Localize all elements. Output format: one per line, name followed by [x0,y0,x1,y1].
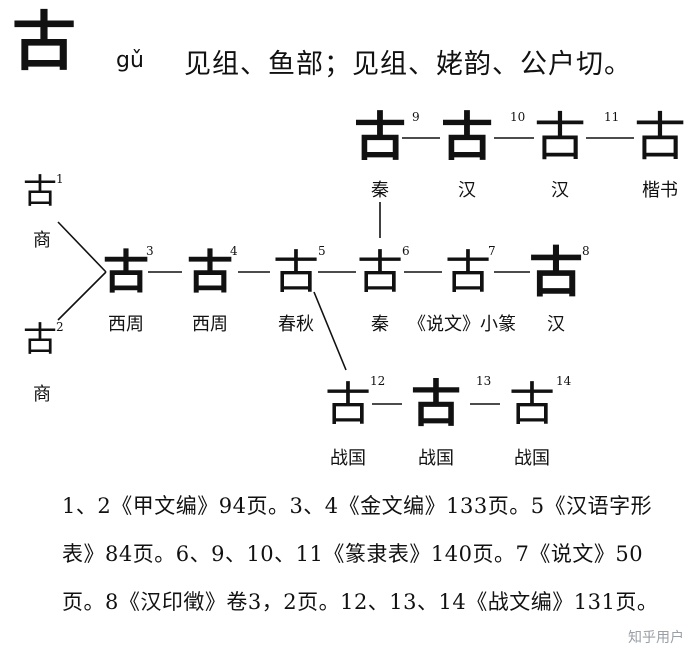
connector [313,291,347,371]
form-number: 12 [370,374,386,388]
era-label: 商 [33,384,51,405]
era-label: 商 [33,230,51,251]
form-number: 6 [402,244,410,258]
era-label: 秦 [371,180,389,201]
era-label: 西周 [192,314,228,335]
shuowen-label: 《说文》小篆 [408,314,516,335]
form-number: 5 [318,244,326,258]
era-label: 春秋 [278,314,314,335]
connector-lines [57,137,634,405]
form-number: 10 [510,110,526,124]
glyph-form-1: 古 [23,172,57,212]
glyph-form-3: 古 [103,245,149,299]
connector [57,271,107,321]
glyph-form-6: 古 [357,245,403,299]
source-footnote: 1、2《甲文编》94页。3、4《金文编》133页。5《汉语字形表》84页。6、9… [62,494,659,614]
pinyin: gǔ [116,48,144,73]
form-number: 8 [582,244,590,258]
glyph-form-5: 古 [273,245,319,299]
era-label: 战国 [418,448,454,469]
glyph-form-2: 古 [23,320,57,360]
glyph-form-4: 古 [187,245,233,299]
era-label: 汉 [547,314,565,335]
era-label: 楷书 [642,180,678,201]
form-number: 7 [488,244,496,258]
era-label: 西周 [108,314,144,335]
era-label: 汉 [458,180,476,201]
glyph-form-14: 古 [509,377,555,431]
watermark: 知乎用户 [628,630,684,646]
era-label: 战国 [330,448,366,469]
glyph-kaishu: 古 [633,108,687,168]
glyph-form-7: 古 [445,245,491,299]
glyph-form-11: 古 [533,108,587,168]
glyph-form-9: 古 [353,107,407,168]
phonology-definition: 见组、鱼部；见组、姥韵、公户切。 [184,49,632,80]
era-label: 秦 [371,314,389,335]
glyph-form-13: 古 [411,374,461,433]
form-number: 13 [476,374,492,388]
glyph-form-10: 古 [440,107,494,168]
glyph-form-8: 古 [529,240,583,304]
glyph-form-12: 古 [325,377,371,431]
evolution-diagram: 古 1 商 古 2 商 古 9 秦 古 10 汉 古 11 汉 古 楷书 古 3… [23,107,687,469]
era-label: 战国 [514,448,550,469]
form-number: 2 [56,320,64,334]
form-number: 1 [56,172,64,186]
form-number: 4 [230,244,238,258]
form-number: 9 [412,110,420,124]
form-number: 11 [604,110,620,124]
connector [57,221,107,273]
form-number: 3 [146,244,154,258]
head-character: 古 [12,5,76,80]
era-label: 汉 [551,180,569,201]
form-number: 14 [556,374,572,388]
